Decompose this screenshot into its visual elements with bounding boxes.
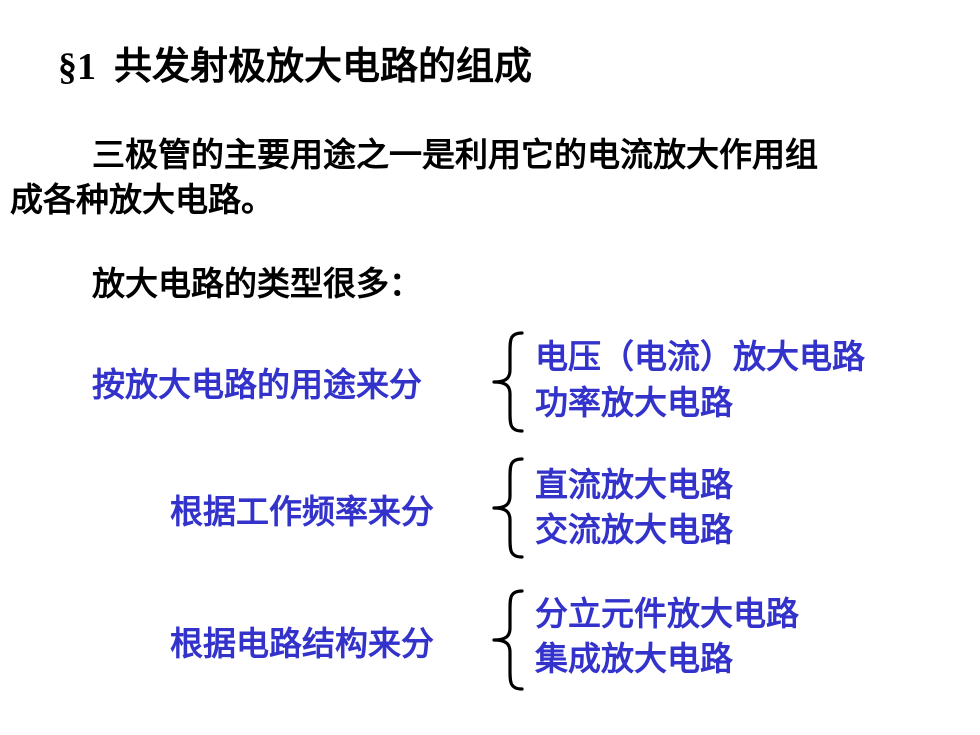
brace-icon: [492, 457, 524, 559]
page-title: §1 共发射极放大电路的组成: [58, 42, 532, 91]
intro-line-2: 成各种放大电路。: [10, 180, 274, 219]
types-heading: 放大电路的类型很多：: [92, 264, 422, 303]
intro-line-1: 三极管的主要用途之一是利用它的电流放大作用组: [92, 135, 818, 174]
category-label-frequency: 根据工作频率来分: [170, 492, 434, 531]
brace-icon: [492, 331, 524, 433]
item-dc-amplifier: 直流放大电路: [535, 465, 733, 504]
item-voltage-current-amplifier: 电压（电流）放大电路: [535, 337, 865, 376]
item-integrated-amplifier: 集成放大电路: [535, 639, 733, 678]
section-mark: §1: [58, 46, 96, 88]
title-text: 共发射极放大电路的组成: [114, 44, 533, 88]
category-label-structure: 根据电路结构来分: [170, 624, 434, 663]
category-label-purpose: 按放大电路的用途来分: [92, 365, 422, 404]
item-power-amplifier: 功率放大电路: [535, 383, 733, 422]
item-discrete-amplifier: 分立元件放大电路: [535, 594, 799, 633]
brace-icon: [492, 589, 524, 691]
item-ac-amplifier: 交流放大电路: [535, 510, 733, 549]
